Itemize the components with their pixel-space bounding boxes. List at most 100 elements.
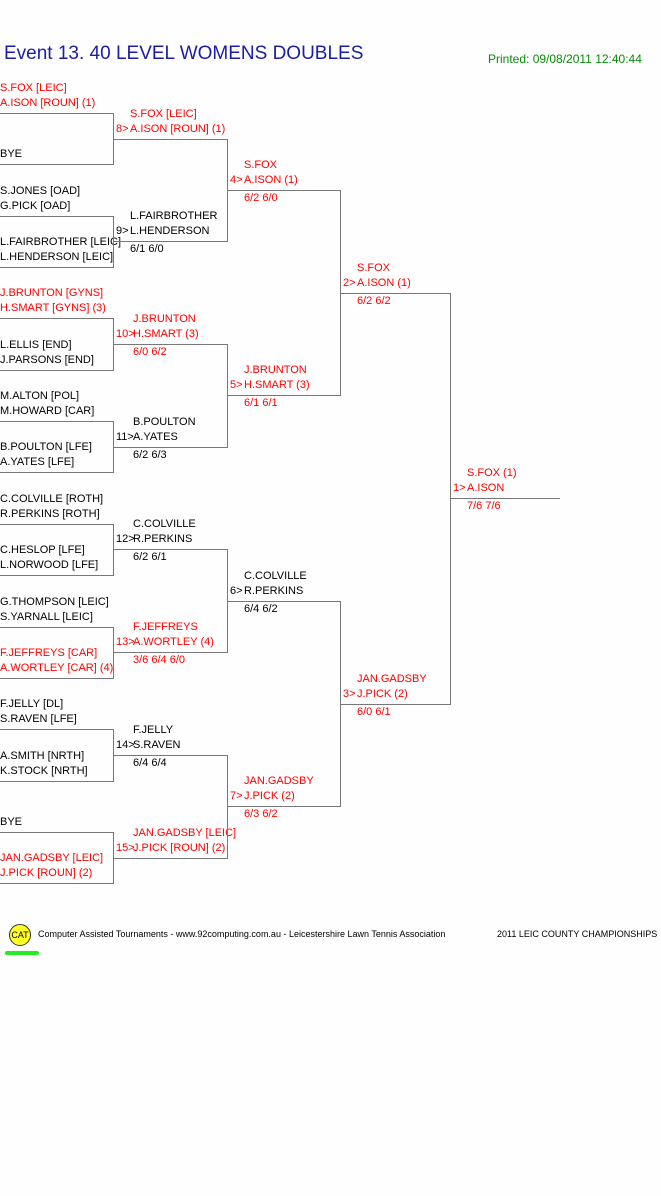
match-score: 6/0 6/2	[133, 346, 167, 359]
winner-name-2: A.ISON (1)	[244, 174, 298, 187]
winner-name-1: J.BRUNTON	[133, 313, 196, 326]
winner-line	[227, 395, 340, 397]
winner-name-2: A.WORTLEY (4)	[133, 636, 214, 649]
match-number: 2>	[343, 276, 356, 289]
winner-name-1: L.FAIRBROTHER	[130, 210, 218, 223]
match-score: 7/6 7/6	[467, 500, 501, 513]
winner-line	[340, 703, 450, 705]
player-name: R.PERKINS [ROTH]	[0, 507, 100, 520]
player-line	[0, 164, 113, 166]
player-line	[0, 883, 113, 885]
winner-line	[113, 754, 227, 756]
match-score: 6/2 6/1	[133, 551, 167, 564]
winner-line	[227, 806, 340, 808]
winner-name-2: J.PICK (2)	[244, 790, 295, 803]
player-name: L.FAIRBROTHER [LEIC]	[0, 236, 122, 249]
player-name: C.COLVILLE [ROTH]	[0, 492, 104, 505]
winner-name-1: JAN.GADSBY [LEIC]	[133, 826, 237, 839]
winner-name-2: J.PICK [ROUN] (2)	[133, 841, 226, 854]
winner-name-2: A.ISON [ROUN] (1)	[130, 122, 226, 135]
match-number: 6>	[230, 584, 243, 597]
winner-line	[227, 600, 340, 602]
page-title: Event 13. 40 LEVEL WOMENS DOUBLES	[4, 43, 364, 64]
player-name: S.JONES [OAD]	[0, 184, 81, 197]
winner-line	[227, 190, 340, 192]
winner-line	[113, 138, 227, 140]
player-line	[0, 677, 113, 679]
player-name: J.PICK [ROUN] (2)	[0, 867, 93, 880]
player-name: S.FOX [LEIC]	[0, 82, 67, 94]
player-name: M.HOWARD [CAR]	[0, 405, 95, 418]
player-name: JAN.GADSBY [LEIC]	[0, 852, 104, 865]
winner-name-1: C.COLVILLE	[133, 518, 196, 531]
match-number: 4>	[230, 174, 243, 187]
player-line	[0, 575, 113, 577]
match-score: 6/2 6/2	[357, 294, 391, 307]
player-line	[0, 421, 113, 423]
winner-name-2: A.YATES	[133, 430, 178, 443]
winner-name-2: R.PERKINS	[133, 533, 193, 546]
winner-name-1: S.FOX	[244, 159, 278, 172]
match-score: 6/0 6/1	[357, 705, 391, 718]
player-line	[0, 267, 113, 269]
winner-name-1: JAN.GADSBY	[244, 775, 314, 788]
winner-name-1: F.JELLY	[133, 723, 174, 736]
player-name: C.HESLOP [LFE]	[0, 544, 85, 557]
footer-credit: Computer Assisted Tournaments - www.92co…	[38, 929, 446, 939]
player-line	[0, 780, 113, 782]
player-name: G.PICK [OAD]	[0, 199, 71, 212]
printed-timestamp: Printed: 09/08/2011 12:40:44	[488, 52, 642, 66]
winner-name-2: H.SMART (3)	[133, 328, 199, 341]
match-score: 6/1 6/1	[244, 397, 278, 410]
match-number: 13>	[116, 636, 135, 649]
match-number: 12>	[116, 533, 135, 546]
player-name: J.PARSONS [END]	[0, 353, 94, 366]
match-number: 1>	[453, 482, 466, 495]
winner-line	[113, 344, 227, 346]
player-line	[0, 523, 113, 525]
match-number: 7>	[230, 790, 243, 803]
player-name: M.ALTON [POL]	[0, 390, 80, 403]
winner-line	[113, 446, 227, 448]
match-number: 15>	[116, 841, 135, 854]
player-line	[0, 626, 113, 628]
match-score: 6/4 6/2	[244, 602, 278, 615]
player-line	[0, 472, 113, 474]
winner-line	[450, 498, 560, 500]
winner-name-2: J.PICK (2)	[357, 687, 408, 700]
match-number: 11>	[116, 430, 134, 443]
player-line	[0, 215, 113, 217]
match-score: 6/2 6/3	[133, 448, 167, 461]
player-name: L.NORWOOD [LFE]	[0, 559, 99, 572]
player-name: A.YATES [LFE]	[0, 456, 75, 469]
player-name: B.POULTON [LFE]	[0, 441, 92, 454]
cat-logo: CAT	[9, 924, 31, 946]
winner-name-2: L.HENDERSON	[130, 225, 210, 238]
player-name: J.BRUNTON [GYNS]	[0, 287, 104, 300]
player-name: S.RAVEN [LFE]	[0, 713, 77, 726]
player-line	[0, 369, 113, 371]
winner-line	[113, 652, 227, 654]
winner-line	[340, 292, 450, 294]
player-name: G.THOMPSON [LEIC]	[0, 595, 109, 608]
footer-event: 2011 LEIC COUNTY CHAMPIONSHIPS	[497, 929, 658, 939]
match-number: 3>	[343, 687, 356, 700]
winner-line	[113, 857, 227, 859]
winner-name-1: J.BRUNTON	[244, 364, 307, 377]
player-line	[0, 318, 113, 320]
winner-name-2: A.ISON	[467, 482, 505, 495]
player-name: BYE	[0, 148, 23, 161]
winner-name-1: S.FOX [LEIC]	[130, 107, 197, 120]
player-name: H.SMART [GYNS] (3)	[0, 302, 106, 315]
player-name: A.WORTLEY [CAR] (4)	[0, 661, 114, 674]
logo-underline	[5, 951, 39, 955]
match-score: 6/1 6/0	[130, 243, 164, 256]
match-score: 6/4 6/4	[133, 756, 167, 769]
winner-name-1: F.JEFFREYS	[133, 621, 198, 634]
match-number: 9>	[116, 225, 129, 238]
player-name: A.ISON [ROUN] (1)	[0, 97, 96, 109]
player-name: BYE	[0, 815, 23, 828]
match-number: 8>	[116, 122, 129, 135]
winner-name-1: C.COLVILLE	[244, 569, 307, 582]
